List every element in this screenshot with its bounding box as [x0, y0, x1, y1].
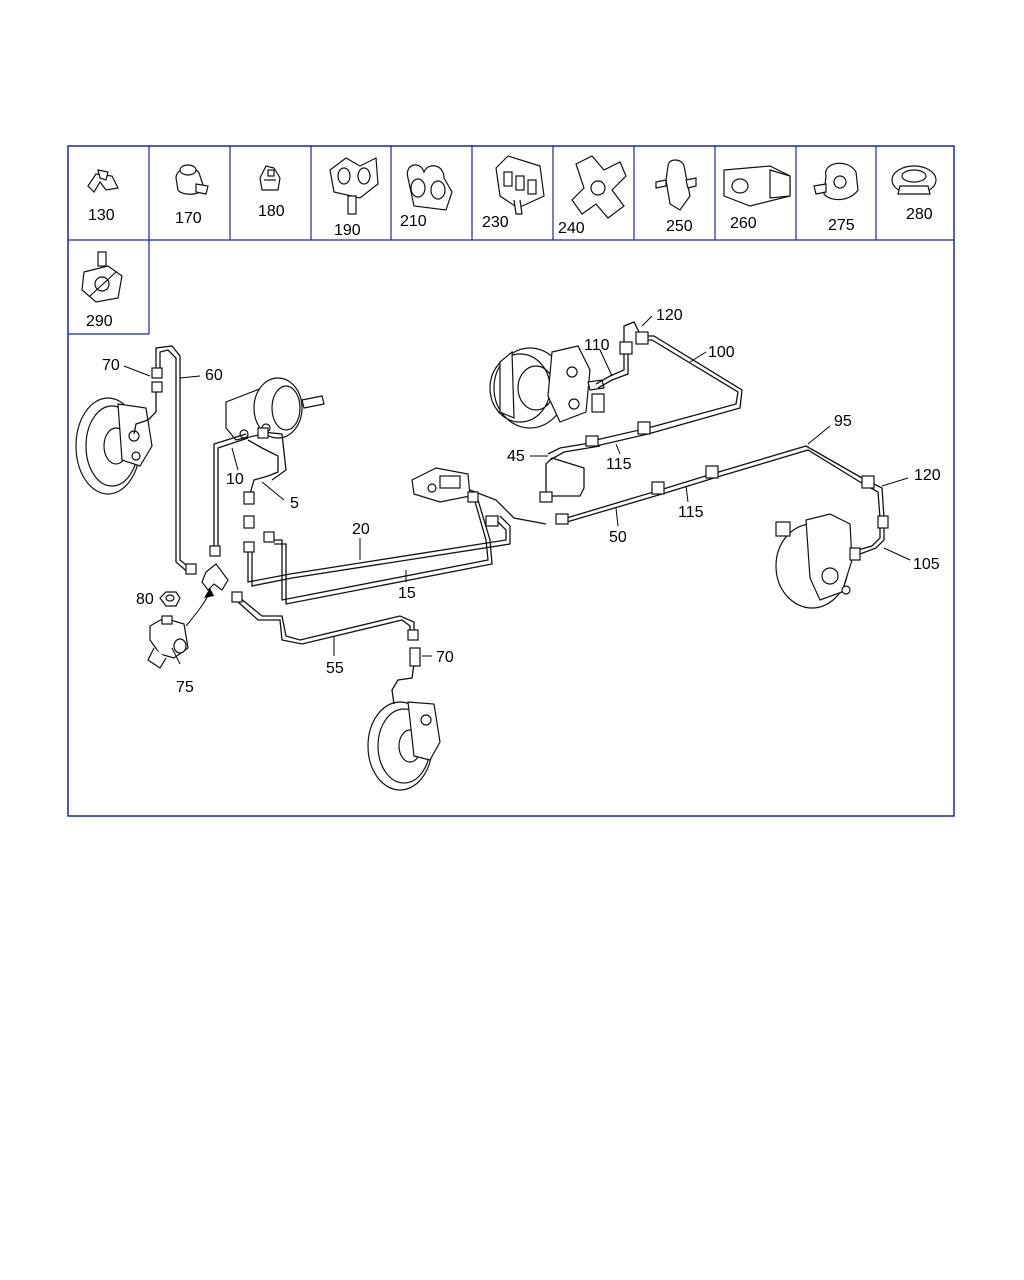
thumb-label: 240: [558, 220, 585, 237]
leader-lines: [123, 315, 911, 665]
triple-clip-icon: [406, 164, 453, 211]
thumb-label: 190: [334, 222, 361, 239]
thumb-275[interactable]: 275: [813, 162, 859, 234]
thumb-210[interactable]: 210: [400, 164, 453, 230]
thumb-label: 170: [175, 210, 202, 227]
thumb-230[interactable]: 230: [482, 155, 545, 231]
thumb-190[interactable]: 190: [329, 157, 379, 239]
callout-60: 60: [205, 367, 223, 384]
cross-mount-icon: [571, 155, 627, 219]
pipe-clip-icon: [175, 164, 209, 195]
callout-95: 95: [834, 413, 852, 430]
callout-105: 105: [913, 556, 940, 573]
callout-110: 110: [584, 337, 610, 354]
bleed-valve-icon: [81, 251, 123, 303]
thumb-label: 275: [828, 217, 855, 234]
grommet-icon: [891, 165, 937, 195]
double-clip-icon: [329, 157, 379, 215]
thumb-180[interactable]: 180: [258, 165, 285, 220]
callout-80: 80: [136, 591, 154, 608]
rear-right-brake-assembly: [775, 513, 853, 609]
thumb-240[interactable]: 240: [558, 155, 627, 237]
hose-clip-icon: [655, 159, 697, 211]
callout-numbers: 70 60 10 5 20 15 80 75 55 70 120 110 100…: [102, 307, 941, 696]
front-right-brake-disc: [367, 701, 441, 791]
thumb-label: 180: [258, 203, 285, 220]
thumb-170[interactable]: 170: [175, 164, 209, 227]
distribution-fitting: [147, 615, 189, 669]
multi-clip-icon: [495, 155, 545, 215]
callout-75: 75: [176, 679, 194, 696]
pressure-regulator-valve: [411, 467, 471, 503]
callout-10: 10: [226, 471, 244, 488]
callout-55: 55: [326, 660, 344, 677]
mounting-block-icon: [723, 165, 791, 207]
brake-line-t-piece: [201, 563, 229, 591]
thumb-label: 260: [730, 215, 757, 232]
line-fittings: [151, 331, 889, 667]
diagram-frame: [67, 145, 955, 817]
callout-5: 5: [290, 495, 299, 512]
thumb-260[interactable]: 260: [723, 165, 791, 232]
bracket-clip-icon: [87, 169, 119, 193]
rear-left-brake-assembly: [489, 345, 605, 429]
hex-nut: [159, 591, 181, 607]
thumb-label: 250: [666, 218, 693, 235]
thumb-label: 230: [482, 214, 509, 231]
callout-50: 50: [609, 529, 627, 546]
thumb-label: 290: [86, 313, 113, 330]
thumb-130[interactable]: 130: [87, 169, 119, 224]
p-clip-icon: [813, 162, 859, 201]
thumb-label: 130: [88, 207, 115, 224]
thumb-250[interactable]: 250: [655, 159, 697, 235]
callout-100: 100: [708, 344, 735, 361]
callout-115-upper: 115: [606, 456, 632, 473]
thumb-label: 210: [400, 213, 427, 230]
front-left-brake-disc: [75, 397, 153, 495]
arrow-head-icon: [204, 588, 214, 598]
callout-115-lower: 115: [678, 504, 704, 521]
callout-70-bottom: 70: [436, 649, 454, 666]
callout-15: 15: [398, 585, 416, 602]
thumb-label: 280: [906, 206, 933, 223]
master-cylinder-booster: [225, 377, 325, 441]
thumb-280[interactable]: 280: [891, 165, 937, 223]
callout-120-top: 120: [656, 307, 683, 324]
callout-120-right: 120: [914, 467, 941, 484]
callout-45: 45: [507, 448, 525, 465]
callout-70-top: 70: [102, 357, 120, 374]
single-clip-icon: [259, 165, 281, 191]
callout-20: 20: [352, 521, 370, 538]
thumb-290[interactable]: 290: [81, 251, 123, 330]
